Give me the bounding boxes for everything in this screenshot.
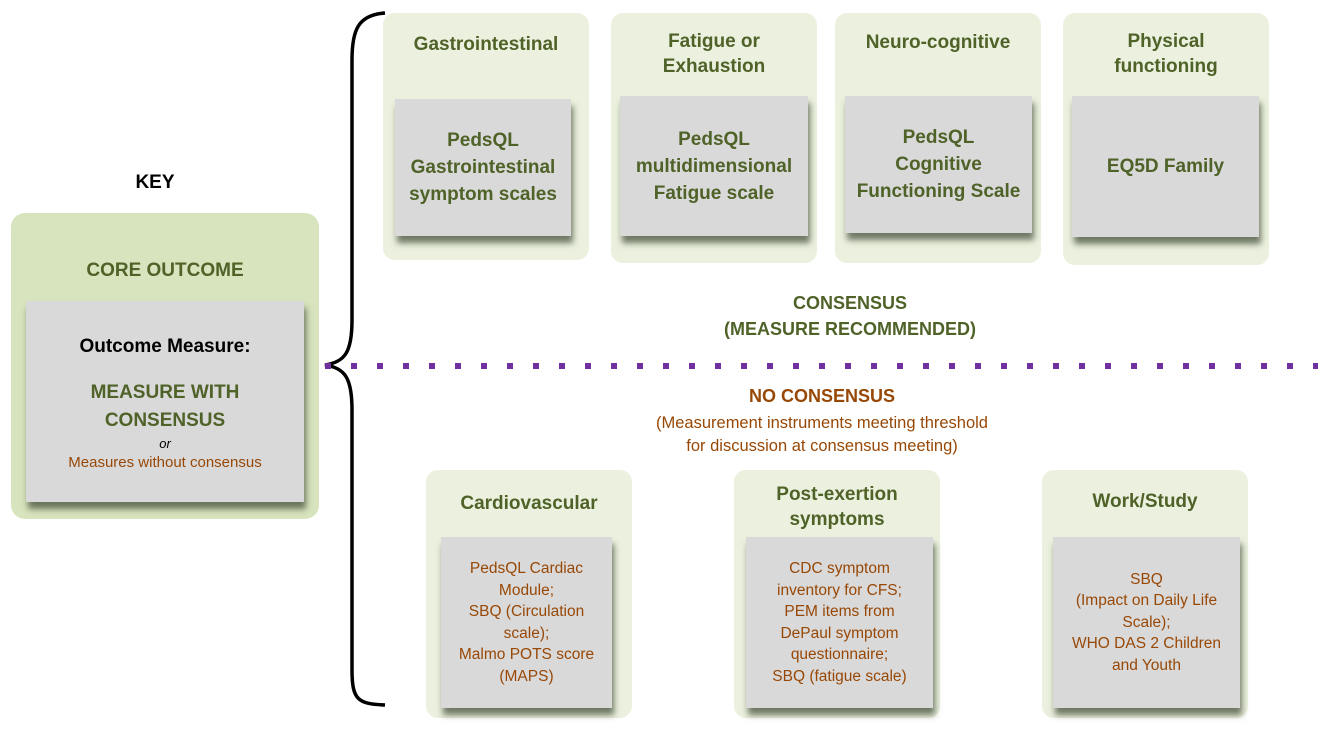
no-consensus-subtitle: (Measurement instruments meeting thresho… xyxy=(572,412,1072,458)
measure-text: SBQ (Impact on Daily Life Scale); WHO DA… xyxy=(1071,570,1221,674)
no-consensus-subtitle-line1: (Measurement instruments meeting thresho… xyxy=(656,414,988,432)
measure-box-neurocognitive: PedsQL Cognitive Functioning Scale xyxy=(845,96,1032,233)
key-title: KEY xyxy=(135,172,175,193)
curly-brace xyxy=(324,11,386,707)
outcome-domain-label: Neuro-cognitive xyxy=(865,32,1011,53)
outcome-domain-label: Fatigue or Exhaustion xyxy=(662,31,766,77)
measure-box-fatigue: PedsQL multidimensional Fatigue scale xyxy=(620,96,808,236)
outcome-domain-label: Work/Study xyxy=(1092,491,1198,512)
measure-text: PedsQL Gastrointestinal symptom scales xyxy=(409,130,557,205)
outcome-domain-label: Gastrointestinal xyxy=(413,34,559,55)
measure-box-post-exertion: CDC symptom inventory for CFS; PEM items… xyxy=(746,537,933,708)
measure-text: PedsQL Cognitive Functioning Scale xyxy=(856,127,1021,202)
consensus-heading: CONSENSUS (MEASURE RECOMMENDED) xyxy=(600,290,1100,342)
measure-text: PedsQL multidimensional Fatigue scale xyxy=(635,128,793,204)
measure-text: CDC symptom inventory for CFS; PEM items… xyxy=(772,560,907,685)
measure-box-work-study: SBQ (Impact on Daily Life Scale); WHO DA… xyxy=(1053,537,1240,708)
measure-box-cardiovascular: PedsQL Cardiac Module; SBQ (Circulation … xyxy=(441,537,612,708)
key-or-text: or xyxy=(159,436,171,451)
measure-box-physical-functioning: EQ5D Family xyxy=(1072,96,1259,237)
measure-box-gastrointestinal: PedsQL Gastrointestinal symptom scales xyxy=(395,99,571,236)
consensus-subtitle: (MEASURE RECOMMENDED) xyxy=(724,319,976,339)
key-measure-heading: Outcome Measure: xyxy=(79,336,251,357)
consensus-title: CONSENSUS xyxy=(792,293,908,313)
no-consensus-subtitle-line2: for discussion at consensus meeting) xyxy=(686,437,958,455)
measure-text: PedsQL Cardiac Module; SBQ (Circulation … xyxy=(458,560,595,685)
outcome-domain-label: Cardiovascular xyxy=(460,493,598,514)
no-consensus-title: NO CONSENSUS xyxy=(748,386,896,406)
key-measure-with-consensus: MEASURE WITH CONSENSUS xyxy=(90,382,240,431)
key-measures-without-consensus: Measures without consensus xyxy=(68,454,262,471)
outcome-domain-label: Post-exertion symptoms xyxy=(776,484,898,530)
outcome-domain-label: Physical functioning xyxy=(1114,31,1218,77)
measure-text: EQ5D Family xyxy=(1106,156,1225,177)
key-outcome-measure-box: Outcome Measure: MEASURE WITH CONSENSUS … xyxy=(26,301,304,502)
key-core-outcome-label: CORE OUTCOME xyxy=(86,260,244,281)
